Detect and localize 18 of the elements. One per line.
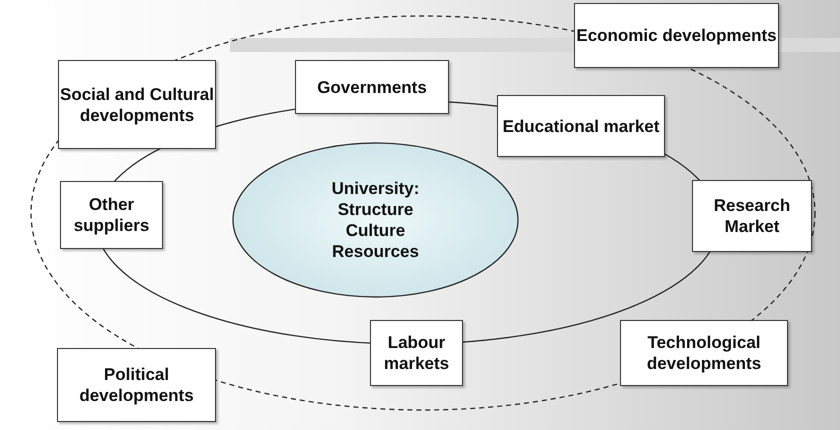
factor-label: Economic developments: [576, 25, 777, 46]
factor-label: Educational market: [502, 116, 660, 136]
factor-box: [295, 60, 449, 114]
factor-label: Governments: [317, 76, 427, 98]
factor-box: [574, 3, 779, 68]
factor-label: Other suppliers: [72, 194, 150, 236]
factor-label: Technological developments: [646, 332, 762, 374]
factor-box: [692, 180, 812, 252]
center-label: University: Structure Culture Resources: [330, 178, 420, 262]
factor-box: [57, 348, 216, 422]
factor-label: Political developments: [78, 364, 195, 406]
factor-box: [497, 95, 665, 157]
factor-label: Research Market: [712, 195, 792, 237]
factor-box: [60, 181, 163, 249]
factor-box: [370, 320, 463, 386]
factor-label: Social and Cultural developments: [59, 84, 215, 126]
factor-label: Labour markets: [382, 332, 450, 374]
factor-box: [620, 320, 788, 386]
